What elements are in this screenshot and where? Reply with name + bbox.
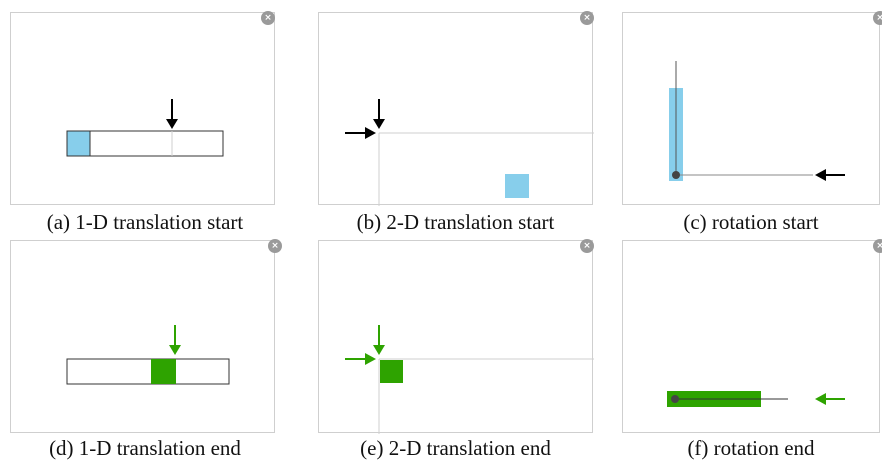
close-icon[interactable]: × [873, 239, 882, 253]
panel-rotation-start: × [622, 11, 882, 205]
pivot-dot-icon [671, 395, 679, 403]
caption-b: (b) 2-D translation start [356, 210, 555, 234]
caption-e: (e) 2-D translation end [360, 436, 551, 460]
down-arrow-icon [373, 99, 385, 129]
draggable-square [380, 360, 403, 383]
caption-f: (f) rotation end [687, 436, 815, 460]
right-arrow-icon [345, 353, 376, 365]
panel-1d-translation-start: × [10, 11, 275, 205]
panel-b-canvas [345, 99, 594, 206]
right-arrow-icon [345, 127, 376, 139]
panel-c-canvas [669, 61, 845, 181]
left-arrow-icon [815, 169, 845, 181]
down-arrow-icon [166, 99, 178, 129]
slider-track [66, 358, 230, 385]
close-icon[interactable]: × [261, 11, 275, 25]
panel-2d-translation-end: × [318, 239, 594, 434]
caption-a: (a) 1-D translation start [46, 210, 244, 234]
draggable-square [505, 174, 529, 198]
panel-2d-translation-start: × [318, 11, 594, 206]
slider-handle [151, 359, 176, 384]
close-icon[interactable]: × [580, 239, 594, 253]
panel-e-canvas [345, 325, 594, 434]
panel-d-canvas [66, 325, 230, 385]
close-icon[interactable]: × [873, 11, 882, 25]
close-icon[interactable]: × [268, 239, 282, 253]
slider-track [66, 130, 224, 157]
panel-f-canvas [667, 391, 845, 407]
down-arrow-icon [373, 325, 385, 355]
down-arrow-icon [169, 325, 181, 355]
panel-1d-translation-end: × [10, 239, 282, 433]
left-arrow-icon [815, 393, 845, 405]
pivot-dot-icon [672, 171, 680, 179]
close-icon[interactable]: × [580, 11, 594, 25]
caption-d: (d) 1-D translation end [49, 436, 241, 460]
panel-a-canvas [66, 99, 224, 157]
panel-rotation-end: × [622, 239, 882, 433]
caption-c: (c) rotation start [683, 210, 819, 234]
slider-handle [66, 130, 91, 157]
